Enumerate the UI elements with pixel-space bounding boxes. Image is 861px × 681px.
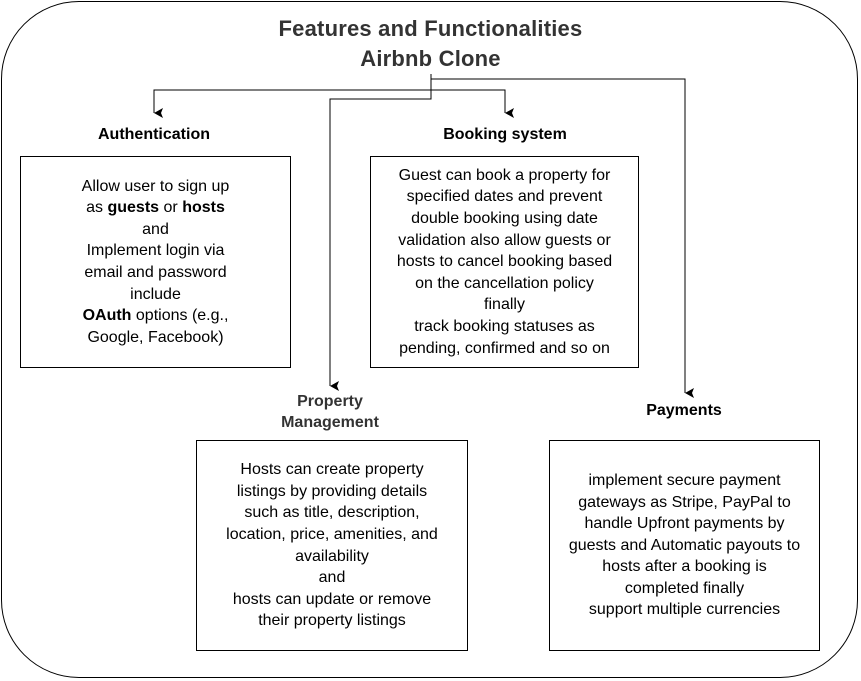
text-fragment: as: [86, 199, 108, 217]
property-line: availability: [295, 547, 369, 565]
property-line: Hosts can create property: [240, 461, 424, 479]
authentication-line: Implement login via: [86, 242, 225, 260]
authentication-line: and: [142, 220, 169, 238]
guests-emphasis: guests: [107, 199, 160, 217]
payments-line: gateways as Stripe, PayPal to: [578, 493, 791, 511]
authentication-line: Allow user to sign up: [81, 177, 230, 195]
booking-line: track booking statuses as: [414, 317, 595, 335]
booking-line: Guest can book a property for: [398, 166, 611, 184]
booking-line: double booking using date: [411, 210, 598, 228]
authentication-box: Allow user to sign up as guests or hosts…: [20, 156, 291, 368]
booking-line: on the cancellation policy: [415, 274, 594, 292]
oauth-emphasis: OAuth: [82, 307, 132, 325]
booking-line: specified dates and prevent: [406, 188, 603, 206]
booking-line: hosts to cancel booking based: [396, 253, 613, 271]
booking-box: Guest can book a property for specified …: [370, 156, 639, 368]
property-heading-line2: Management: [281, 414, 379, 431]
authentication-line: as guests or hosts: [86, 197, 225, 219]
booking-heading: Booking system: [443, 126, 567, 143]
connector-to-authentication: [153, 74, 432, 118]
payments-line: completed finally: [624, 579, 745, 597]
payments-line: support multiple currencies: [588, 601, 781, 619]
property-box: Hosts can create property listings by pr…: [196, 440, 468, 651]
property-line: such as title, description,: [244, 504, 420, 522]
connector-to-payments: [431, 78, 694, 398]
text-fragment: options (e.g.,: [131, 307, 229, 325]
authentication-line: include: [130, 285, 181, 303]
payments-line: implement secure payment: [588, 471, 781, 489]
property-heading-line1: Property: [297, 393, 363, 410]
payments-box: implement secure payment gateways as Str…: [549, 440, 820, 651]
property-line: listings by providing details: [236, 482, 428, 500]
property-line: and: [318, 569, 346, 587]
payments-heading: Payments: [646, 402, 722, 419]
text-fragment: or: [159, 199, 183, 217]
hosts-emphasis: hosts: [182, 199, 225, 217]
authentication-line: OAuth options (e.g.,: [83, 305, 229, 327]
diagram-title-line1: Features and Functionalities: [278, 16, 583, 41]
booking-line: validation also allow guests or: [398, 231, 611, 249]
payments-line: hosts after a booking is: [602, 558, 767, 576]
authentication-line: email and password: [84, 264, 227, 281]
property-heading: Property Management: [230, 391, 430, 433]
payments-line: guests and Automatic payouts to: [568, 536, 801, 554]
connector-to-booking: [431, 89, 514, 118]
authentication-line: Google, Facebook): [87, 328, 224, 346]
payments-line: handle Upfront payments by: [584, 515, 785, 533]
booking-line: finally: [484, 296, 525, 314]
property-line: their property listings: [258, 612, 406, 630]
booking-line: pending, confirmed and so on: [399, 339, 610, 357]
property-line: location, price, amenities, and: [226, 525, 438, 543]
diagram-title-line2: Airbnb Clone: [360, 46, 501, 71]
authentication-heading: Authentication: [98, 126, 210, 143]
connector-to-property: [329, 90, 432, 391]
property-line: hosts can update or remove: [232, 590, 432, 608]
